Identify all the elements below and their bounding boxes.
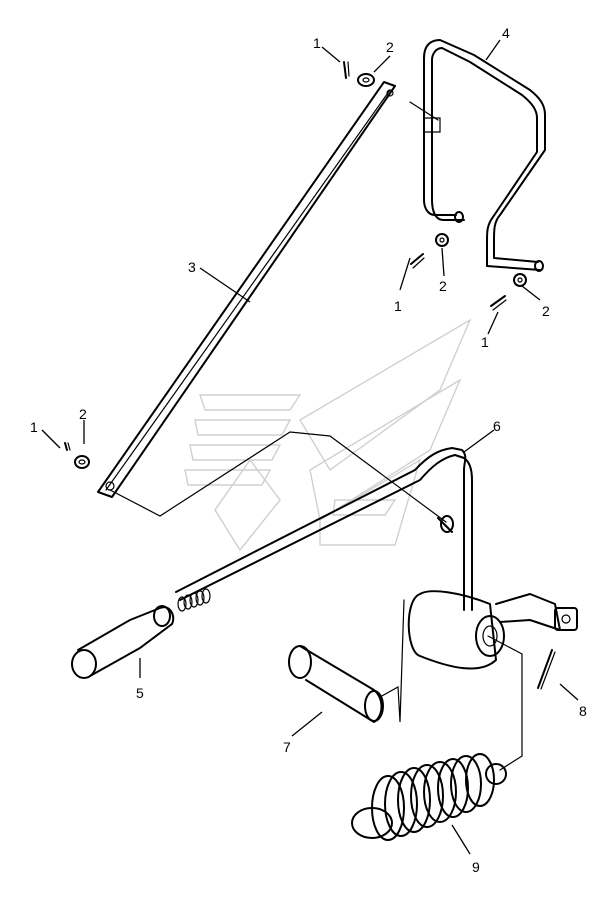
cotter-pin-1b [410, 253, 425, 269]
callout-1c: 1 [481, 334, 489, 350]
callout-6: 6 [493, 418, 501, 434]
callout-1b: 1 [394, 298, 402, 314]
callout-2c: 2 [542, 303, 550, 319]
leaders [41, 39, 579, 855]
cotter-pin-1a [343, 61, 350, 79]
thread [177, 588, 211, 612]
watermark-logo [184, 318, 472, 552]
callout-7: 7 [283, 739, 291, 755]
lever-rod [175, 447, 473, 611]
callout-5: 5 [136, 685, 144, 701]
cotter-pin-8 [537, 649, 556, 690]
callout-2a: 2 [386, 39, 394, 55]
washer-2b [435, 233, 449, 247]
pin [288, 645, 384, 723]
callout-3: 3 [188, 259, 196, 275]
callout-1d: 1 [30, 419, 38, 435]
knob [71, 605, 175, 679]
washer-2a [357, 73, 375, 87]
cotter-pin-1d [64, 442, 71, 451]
bent-rod [423, 39, 546, 272]
callout-2b: 2 [439, 278, 447, 294]
spring [351, 753, 507, 841]
assembly-lines [109, 101, 523, 771]
callout-9: 9 [472, 859, 480, 875]
cotter-pin-1c [490, 295, 507, 311]
callout-8: 8 [579, 703, 587, 719]
callout-1a: 1 [313, 35, 321, 51]
washer-2d [74, 455, 90, 469]
washer-2c [513, 273, 527, 287]
callout-labels: 1 2 4 3 1 2 2 1 1 2 6 5 7 8 9 [30, 25, 587, 875]
callout-2d: 2 [79, 406, 87, 422]
callout-4: 4 [502, 25, 510, 41]
boss [407, 590, 578, 670]
